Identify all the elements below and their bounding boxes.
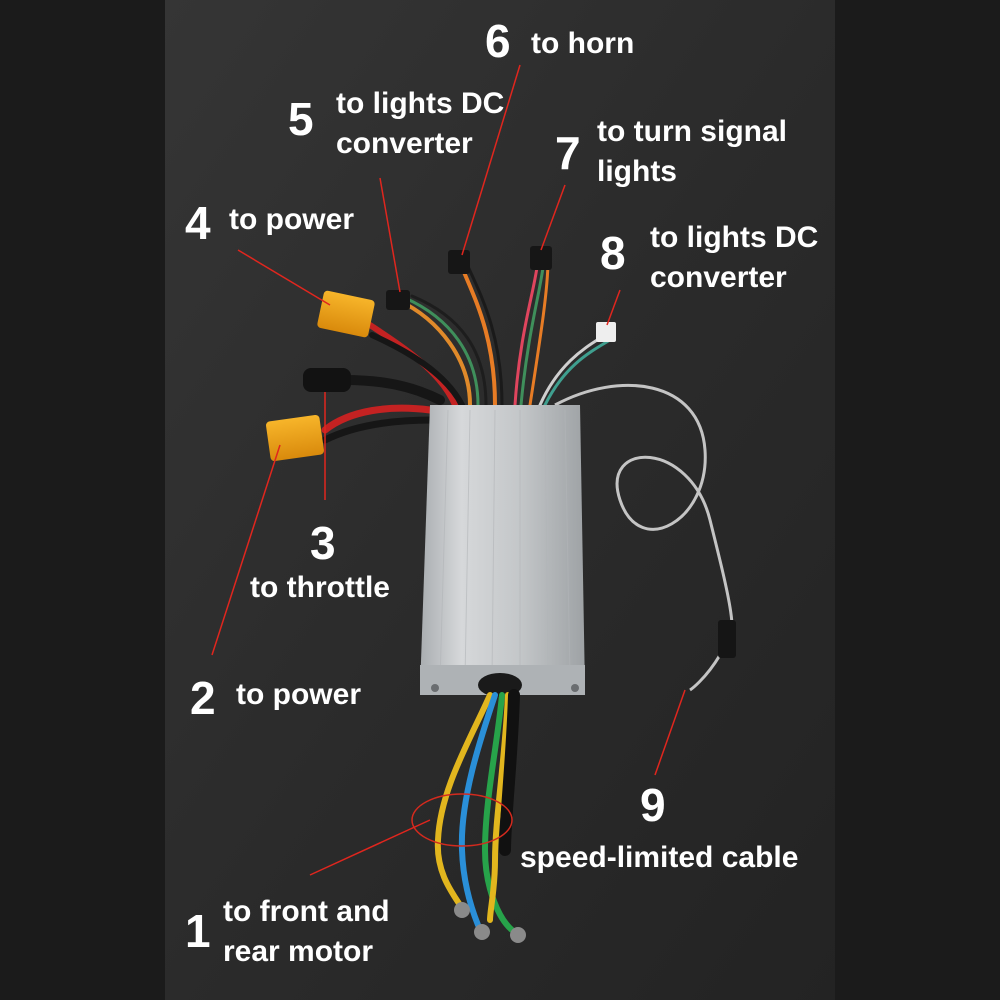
callout-9-text: speed-limited cable	[520, 838, 798, 878]
callout-1-number: 1	[185, 905, 211, 957]
callout-6-line-1: to horn	[531, 27, 635, 60]
callout-3-line-1: to throttle	[250, 571, 390, 604]
connector-8	[596, 322, 616, 342]
callout-3-text: to throttle	[250, 568, 390, 608]
callout-7-line-1: to turn signal	[597, 115, 787, 148]
callout-2-number: 2	[190, 672, 216, 724]
callout-1-text: to front and rear motor	[223, 892, 390, 972]
motor-wires	[434, 689, 520, 933]
callout-5-text: to lights DC converter	[336, 84, 504, 164]
controller-housing	[420, 405, 585, 697]
callout-8-line-1: to lights DC	[650, 221, 819, 254]
callout-9-line-1: speed-limited cable	[520, 841, 799, 874]
ring-terminals	[454, 902, 526, 943]
callout-7-line-2: lights	[597, 155, 677, 188]
callout-5-line-2: converter	[336, 127, 473, 160]
speed-limited-cable-wire	[554, 384, 734, 692]
power-cables	[321, 322, 465, 444]
callout-8-number: 8	[600, 227, 626, 279]
callout-4-number: 4	[185, 197, 211, 249]
callout-5-number: 5	[288, 93, 314, 145]
callout-5-line-1: to lights DC	[336, 87, 505, 120]
callout-2-line-1: to power	[236, 678, 361, 711]
callout-2-text: to power	[236, 675, 361, 715]
callout-1-line-2: rear motor	[223, 935, 374, 968]
callout-8-line-2: converter	[650, 261, 787, 294]
xt-connector-4	[317, 290, 375, 338]
connector-7	[530, 246, 552, 270]
connector-5	[386, 290, 410, 310]
connector-6	[448, 250, 470, 274]
callout-7-number: 7	[555, 127, 581, 179]
callout-4-text: to power	[229, 200, 354, 240]
callout-6-text: to horn	[531, 24, 634, 64]
leader-lines	[211, 64, 686, 876]
callout-9-number: 9	[640, 779, 666, 831]
callout-3-number: 3	[310, 517, 336, 569]
motor-wire-highlight-circle	[411, 793, 513, 847]
throttle-connector	[303, 368, 351, 392]
callout-4-line-1: to power	[229, 203, 354, 236]
speed-limited-connector	[718, 620, 736, 658]
xt-connector-2	[265, 414, 325, 462]
callout-1-line-1: to front and	[223, 895, 390, 928]
callout-8-text: to lights DC converter	[650, 218, 818, 298]
callout-6-number: 6	[485, 15, 511, 67]
callout-7-text: to turn signal lights	[597, 112, 787, 192]
